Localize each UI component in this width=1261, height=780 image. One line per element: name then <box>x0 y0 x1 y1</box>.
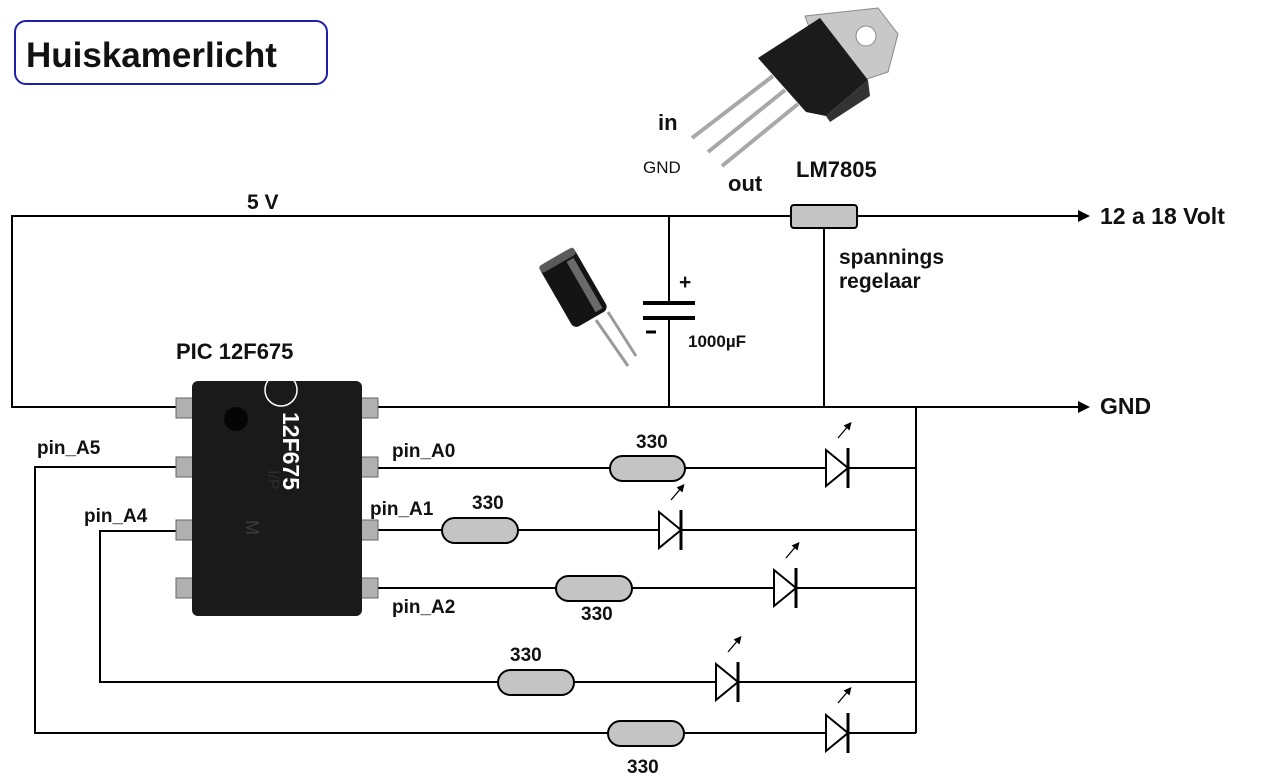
svg-text:I/P: I/P <box>264 470 281 490</box>
pin-a2-label: pin_A2 <box>392 597 456 618</box>
regulator-description-line2: regelaar <box>839 270 921 293</box>
led-3-icon <box>773 542 800 609</box>
chip-name-label: PIC 12F675 <box>176 339 294 364</box>
capacitor-value-label: 1000µF <box>688 332 746 351</box>
regulator-description-line1: spannings <box>839 246 945 269</box>
resistor-3 <box>555 575 633 602</box>
chip-marking-label: 12F675 <box>278 412 304 491</box>
regulator-pin-in-label: in <box>658 110 678 135</box>
led-5-icon <box>825 687 852 754</box>
resistor-4 <box>497 669 575 696</box>
pin-a1-label: pin_A1 <box>370 499 434 520</box>
wire-5v-rail <box>11 215 791 408</box>
led-1-icon <box>825 422 852 489</box>
resistor-2 <box>441 517 519 544</box>
pin-a0-label: pin_A0 <box>392 441 456 462</box>
electrolytic-capacitor-photo <box>539 247 638 367</box>
regulator-pin-gnd-label: GND <box>643 158 681 177</box>
led-4-icon <box>715 636 742 703</box>
regulator-symbol <box>790 204 858 229</box>
rail-5v-label: 5 V <box>247 191 279 214</box>
resistor-4-value: 330 <box>510 645 542 666</box>
supply-arrow-icon <box>1078 210 1090 222</box>
title-box: Huiskamerlicht <box>14 20 328 85</box>
capacitor-symbol <box>643 301 695 334</box>
gnd-arrow-icon <box>1078 401 1090 413</box>
resistor-5 <box>607 720 685 747</box>
diagram-title: Huiskamerlicht <box>26 36 277 75</box>
regulator-photo <box>690 7 899 168</box>
capacitor-polarity-label: + <box>679 271 692 294</box>
regulator-pin-out-label: out <box>728 171 763 196</box>
gnd-label: GND <box>1100 393 1152 419</box>
wire-a5 <box>34 466 608 734</box>
regulator-part-label: LM7805 <box>796 157 877 182</box>
pin-a4-label: pin_A4 <box>84 506 148 527</box>
pin-a5-label: pin_A5 <box>37 438 101 459</box>
resistor-3-value: 330 <box>581 604 613 625</box>
supply-voltage-label: 12 a 18 Volt <box>1100 203 1225 229</box>
led-2-icon <box>658 484 685 551</box>
pic-chip: M I/P <box>175 373 379 616</box>
resistor-1-value: 330 <box>636 432 668 453</box>
resistor-2-value: 330 <box>472 493 504 514</box>
resistor-1 <box>609 455 686 482</box>
resistor-5-value: 330 <box>627 757 659 778</box>
svg-text:M: M <box>242 520 262 535</box>
wire-a4 <box>99 530 498 683</box>
